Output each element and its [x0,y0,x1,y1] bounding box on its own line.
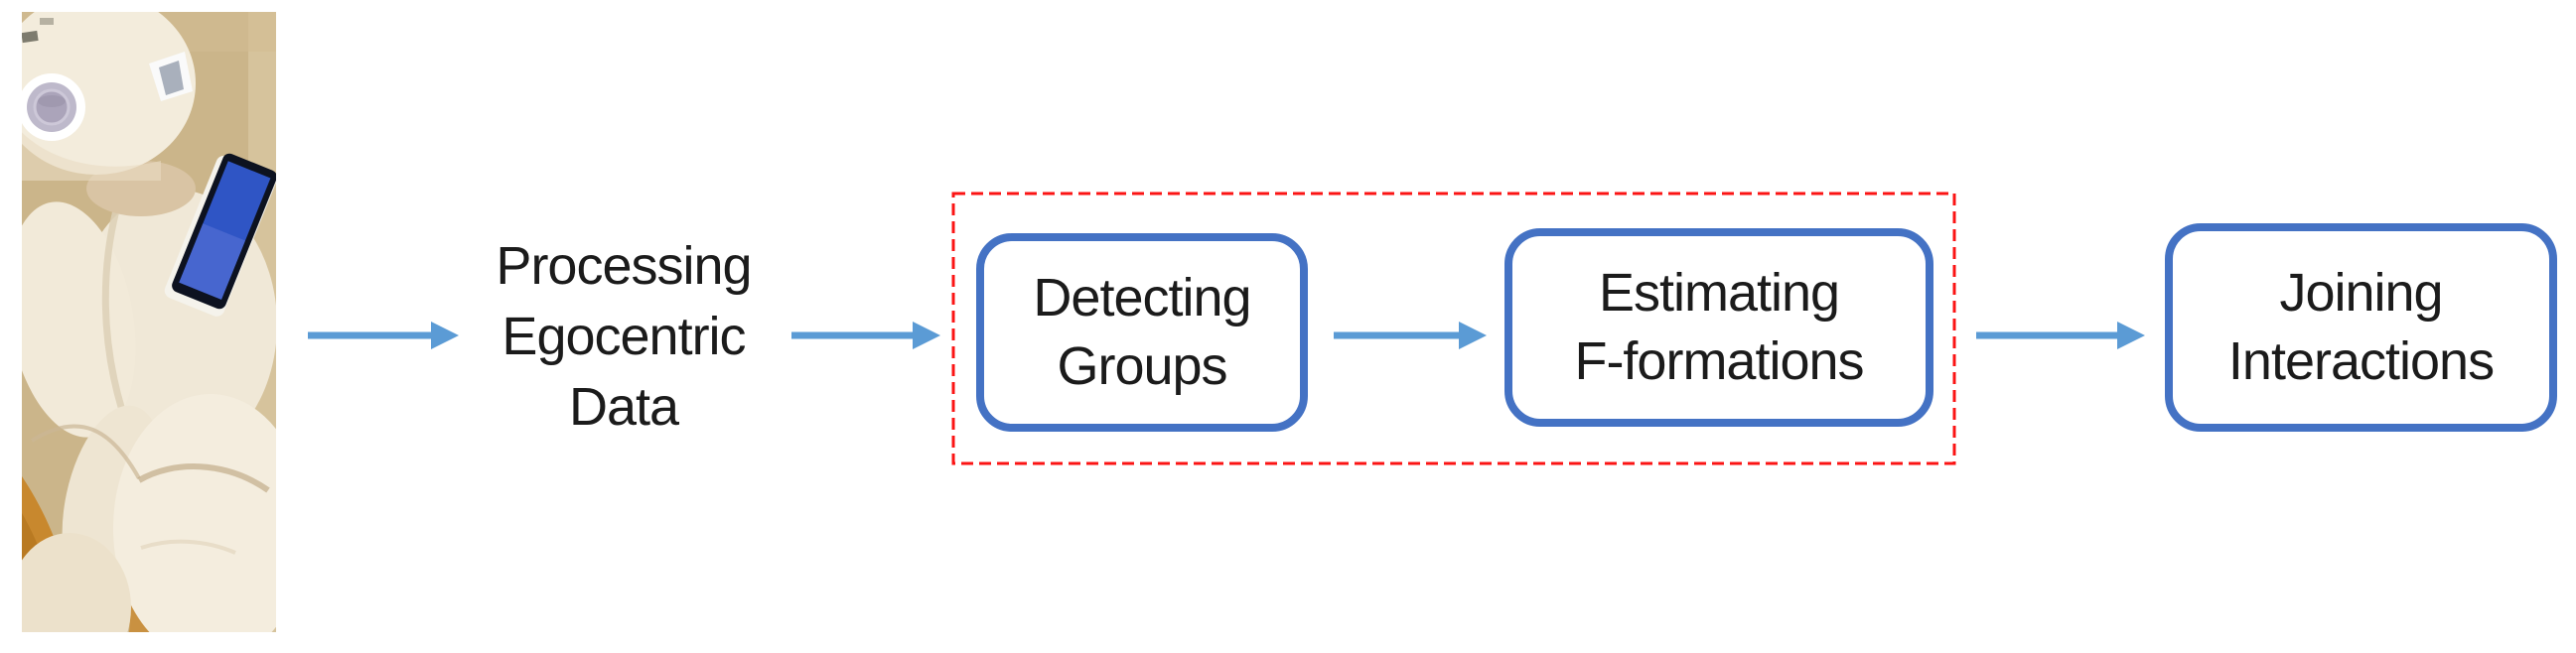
stage-label-processing-egocentric-data: Processing Egocentric Data [452,231,795,443]
box-line: Interactions [2227,331,2495,391]
ear-speaker [22,73,85,141]
stage-label-line: Egocentric [501,307,746,366]
box-line: Estimating [1598,263,1840,323]
box-line: Detecting [1033,268,1251,327]
stage-label-line: Processing [496,236,752,296]
stage-label-line: Data [568,377,679,437]
robot-photo [22,12,276,632]
head-mark [22,30,39,44]
box-joining-interactions: Joining Interactions [2165,223,2557,432]
box-estimating-f-formations: Estimating F-formations [1504,228,1933,427]
box-line: Joining [2279,263,2443,323]
robot-photo-illustration [22,12,276,632]
chest-tablet [164,153,276,317]
box-line: Groups [1057,336,1227,396]
arrow-group-to-joining [1976,322,2145,349]
box-detecting-groups: Detecting Groups [976,233,1308,432]
robot-head [22,12,196,181]
arrow-robot-to-label [308,322,459,349]
eye [149,52,193,101]
arrow-detecting-to-estimating [1334,322,1487,349]
box-line: F-formations [1574,331,1864,391]
arrow-label-to-group [791,322,940,349]
